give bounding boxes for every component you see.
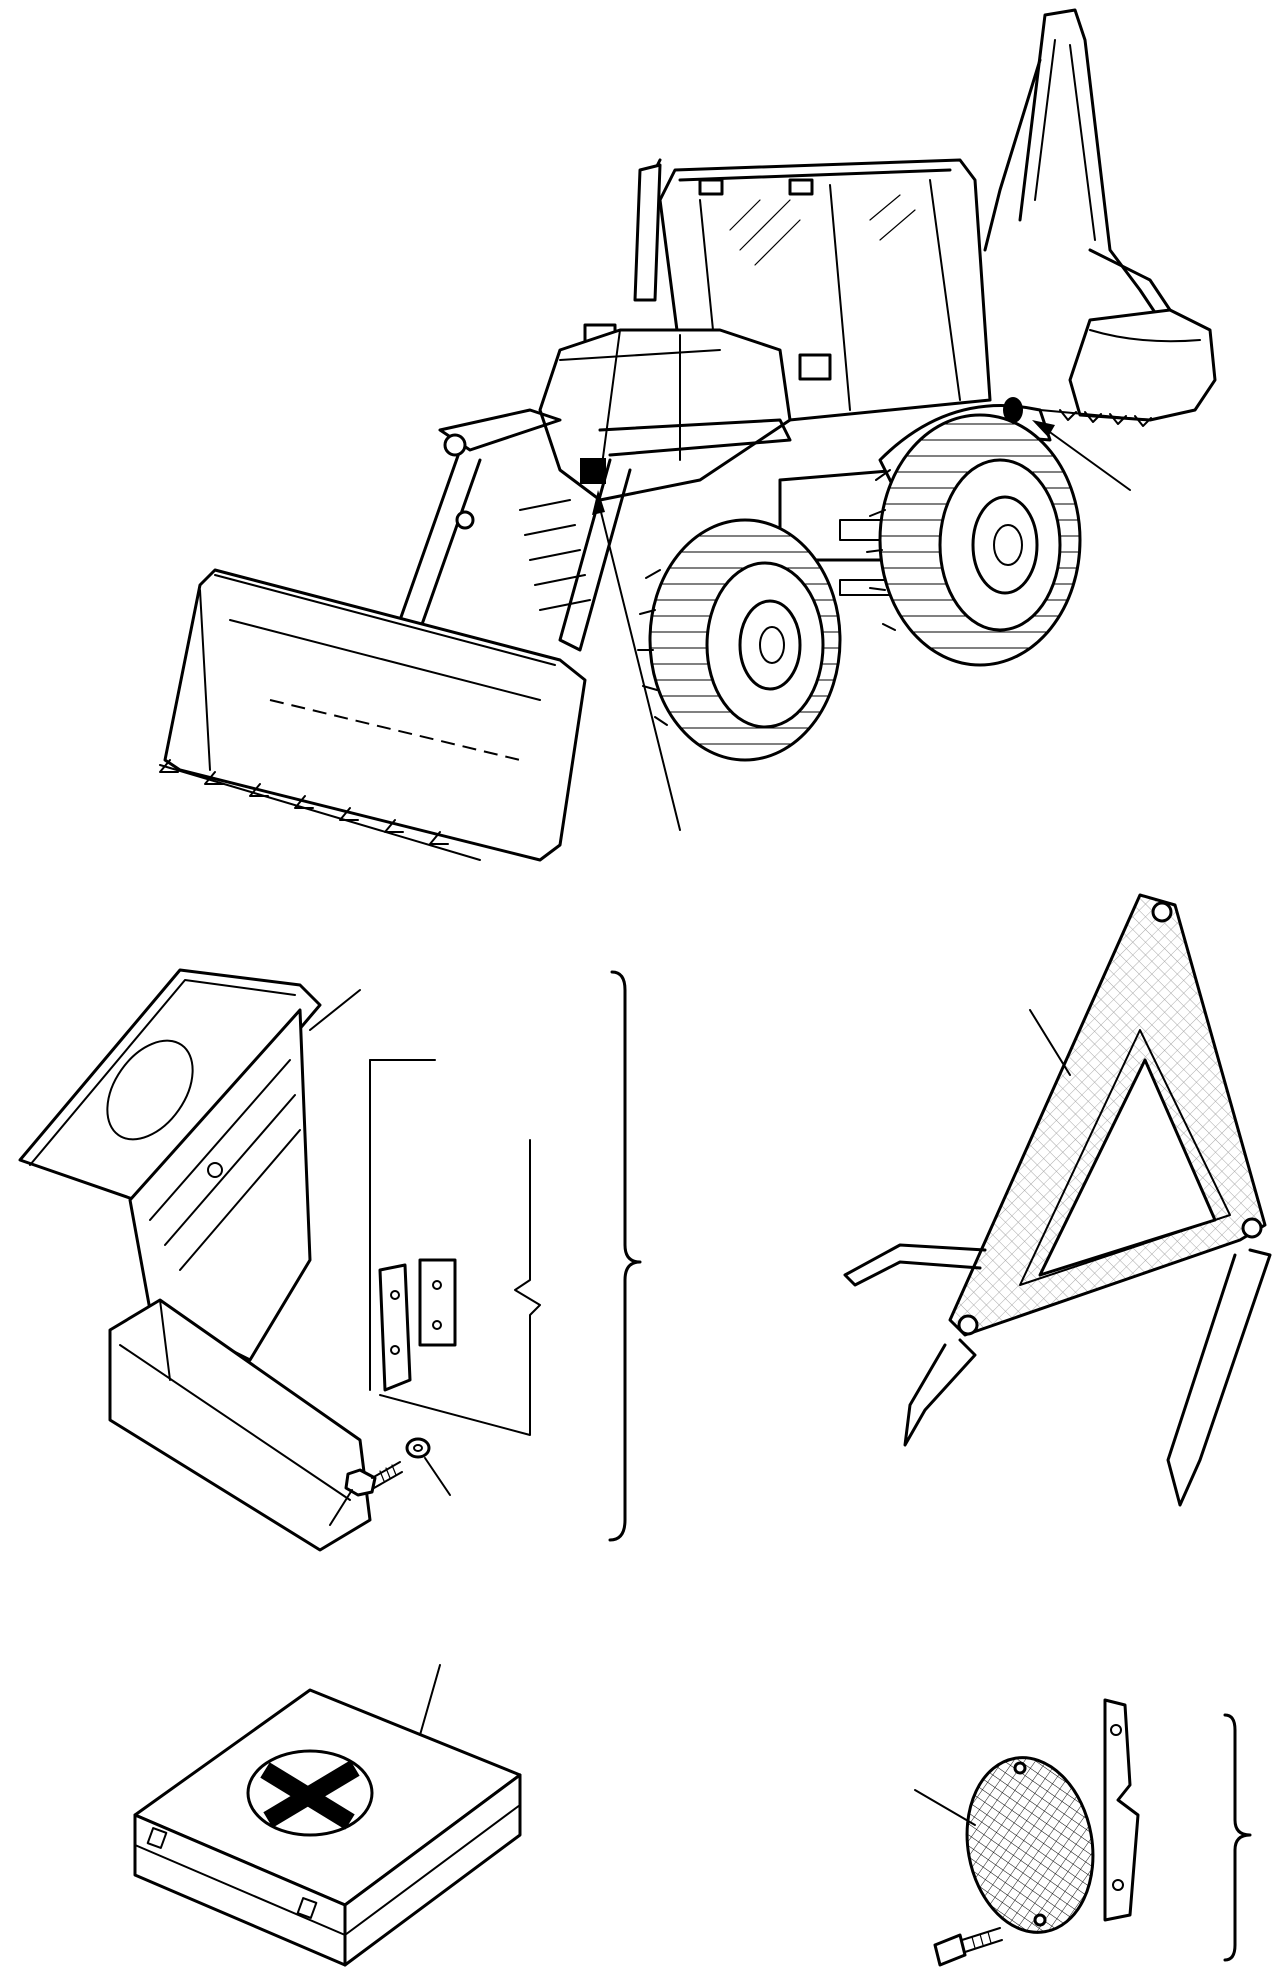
bracket-illustration (18, 968, 642, 1552)
warning-triangle-icon (843, 893, 1272, 1507)
backhoe-arm (983, 8, 1217, 427)
group-brace (608, 970, 642, 1542)
first-aid-kit (133, 1664, 522, 1967)
leader-line-square (597, 499, 681, 831)
leader-line-circle (1039, 424, 1131, 491)
loader-bucket (159, 568, 587, 862)
reflector-brace (1223, 1713, 1252, 1962)
reflector-icon (914, 1698, 1252, 1967)
backhoe-loader-illustration (159, 8, 1217, 862)
hood (519, 328, 792, 611)
washer-icon (405, 1437, 431, 1459)
rear-wheel (866, 413, 1082, 667)
mount-location-square (580, 458, 606, 484)
first-aid-cross-icon (246, 1749, 374, 1837)
bolt-icon (344, 1461, 403, 1497)
front-wheel (637, 518, 842, 762)
loader-arms (398, 408, 792, 652)
mount-location-circle (1003, 397, 1023, 423)
